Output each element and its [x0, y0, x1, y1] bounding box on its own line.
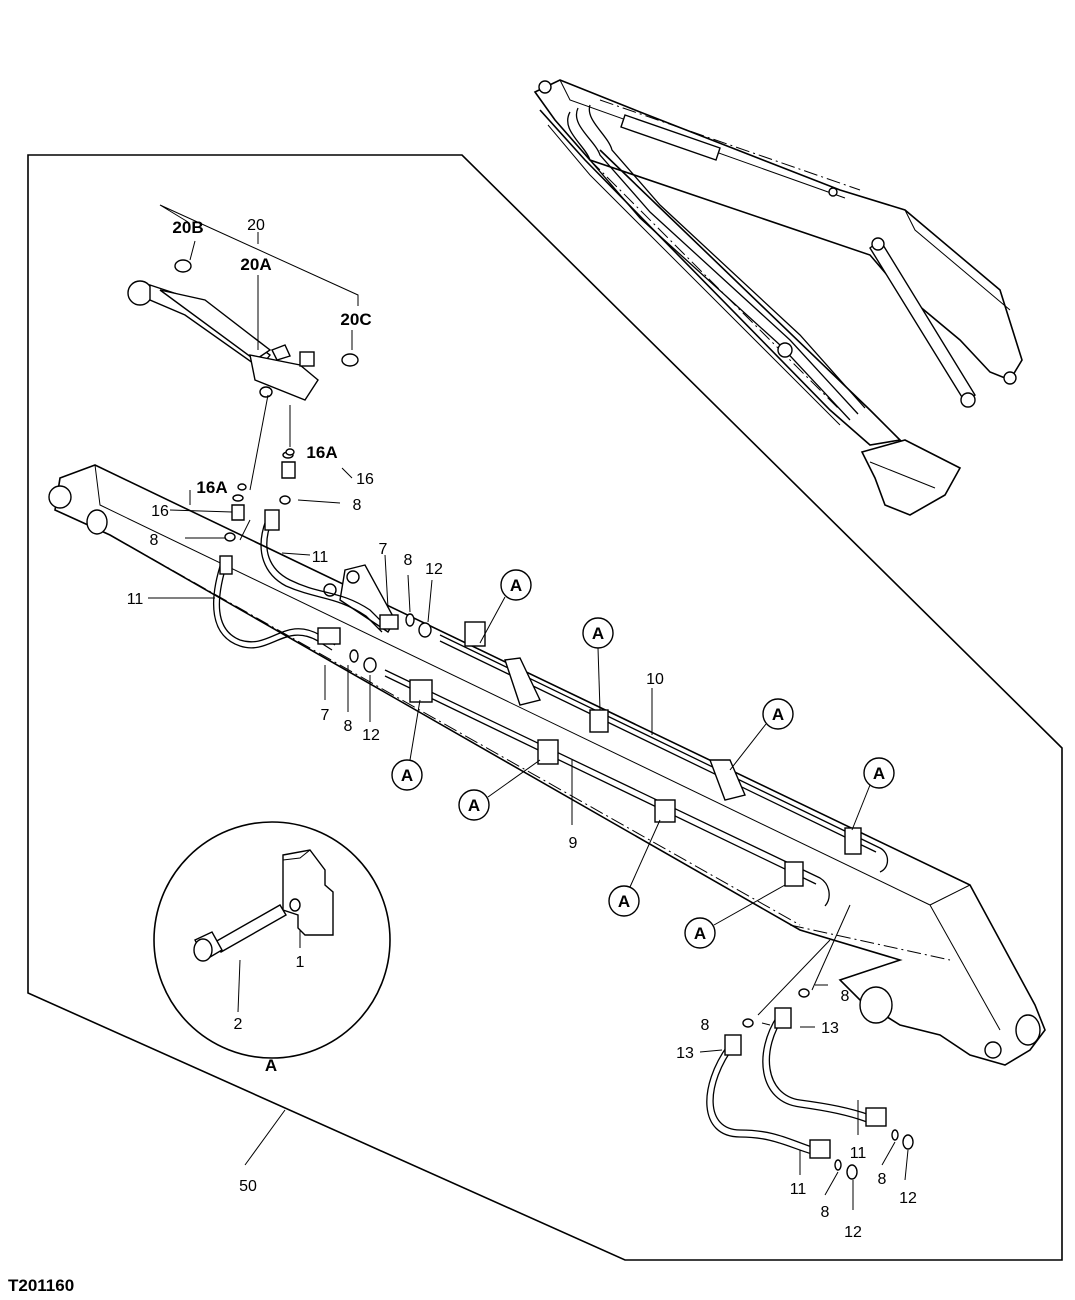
svg-text:A: A	[401, 766, 413, 785]
svg-text:8: 8	[344, 718, 353, 735]
clamp-marker-a: A	[582, 617, 614, 649]
callout-labels: 20 20B 20A 20C 16A 16 8 16A 16 8 11 11 7…	[127, 217, 917, 1241]
svg-text:12: 12	[844, 1224, 862, 1241]
figure-id: T201160	[8, 1276, 74, 1295]
clamp-marker-a: A	[863, 757, 895, 789]
svg-text:9: 9	[569, 835, 578, 852]
svg-text:16A: 16A	[306, 443, 337, 462]
svg-text:7: 7	[379, 541, 388, 558]
hydraulic-line-9-outer	[384, 675, 817, 885]
svg-text:20B: 20B	[172, 218, 203, 237]
svg-text:A: A	[265, 1056, 277, 1075]
cylinder-20	[127, 259, 359, 401]
svg-text:A: A	[592, 624, 604, 643]
arm-overview-illustration	[533, 79, 1023, 516]
clamp-marker-a: A	[684, 917, 716, 949]
svg-text:12: 12	[362, 727, 380, 744]
svg-text:8: 8	[353, 497, 362, 514]
fittings	[224, 448, 296, 542]
svg-text:8: 8	[841, 988, 850, 1005]
svg-text:13: 13	[821, 1020, 839, 1037]
svg-text:11: 11	[790, 1181, 807, 1198]
clamp-marker-a: A	[608, 885, 640, 917]
svg-text:1: 1	[296, 954, 305, 971]
hose-11-right	[266, 519, 389, 629]
svg-text:20: 20	[247, 217, 265, 234]
svg-text:8: 8	[150, 532, 159, 549]
clamp-markers: A A A A A A A A	[391, 569, 895, 949]
svg-text:50: 50	[239, 1178, 257, 1195]
tube-clamps	[409, 621, 862, 887]
svg-text:A: A	[618, 892, 630, 911]
clamp-marker-a: A	[458, 789, 490, 821]
svg-text:A: A	[694, 924, 706, 943]
svg-text:13: 13	[676, 1045, 694, 1062]
svg-text:20A: 20A	[240, 255, 271, 274]
svg-text:7: 7	[321, 707, 330, 724]
svg-text:12: 12	[425, 561, 443, 578]
rear-hoses	[706, 988, 914, 1180]
svg-text:2: 2	[234, 1016, 243, 1033]
svg-text:16A: 16A	[196, 478, 227, 497]
svg-text:10: 10	[646, 671, 664, 688]
svg-text:16: 16	[356, 471, 374, 488]
hydraulic-line-10	[439, 634, 889, 873]
svg-text:A: A	[772, 705, 784, 724]
svg-text:A: A	[510, 576, 522, 595]
kit-boundary	[27, 154, 1063, 1261]
svg-text:8: 8	[404, 552, 413, 569]
svg-text:20C: 20C	[340, 310, 371, 329]
svg-text:11: 11	[312, 549, 329, 566]
clamp-marker-a: A	[500, 569, 532, 601]
svg-text:8: 8	[878, 1171, 887, 1188]
clamp-marker-a: A	[762, 698, 794, 730]
clamp-marker-a: A	[391, 759, 423, 791]
arm-assembly	[48, 464, 1046, 1066]
svg-text:8: 8	[821, 1204, 830, 1221]
svg-text:11: 11	[127, 591, 144, 608]
svg-text:A: A	[468, 796, 480, 815]
hydraulic-line-9	[384, 669, 830, 907]
svg-text:8: 8	[701, 1017, 710, 1034]
detail-a	[153, 821, 391, 1059]
svg-text:11: 11	[850, 1145, 867, 1162]
hose-11-left	[218, 559, 336, 646]
svg-text:16: 16	[151, 503, 169, 520]
svg-text:12: 12	[899, 1190, 917, 1207]
svg-text:A: A	[873, 764, 885, 783]
